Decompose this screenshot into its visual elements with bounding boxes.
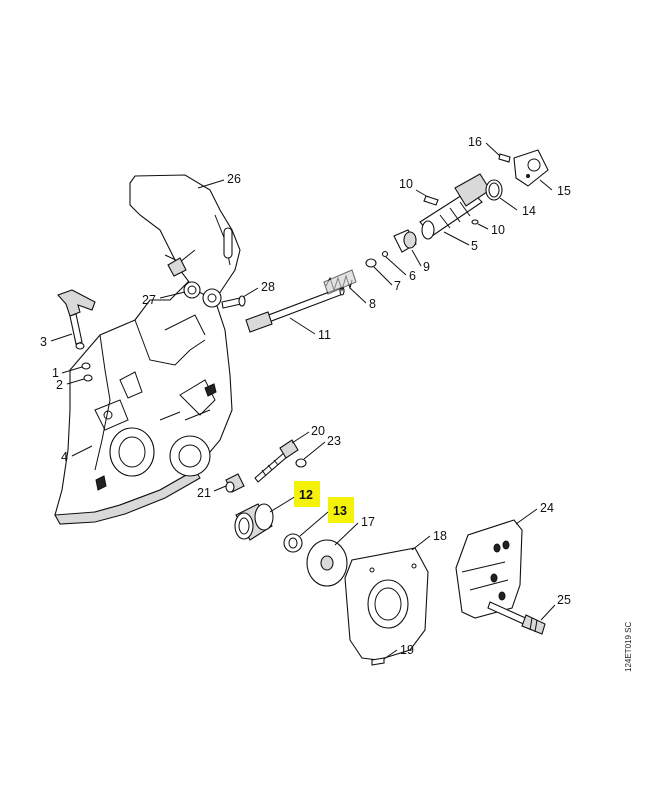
- callout-27: 27: [142, 293, 156, 307]
- washer-13: [283, 533, 303, 553]
- callout-21: 21: [197, 486, 211, 500]
- callout-15: 15: [557, 184, 571, 198]
- screw-28: [221, 295, 246, 309]
- callout-5: 5: [471, 239, 478, 253]
- highlight-box-13: [328, 497, 354, 523]
- callout-14: 14: [522, 204, 536, 218]
- callout-4: 4: [61, 450, 68, 464]
- ring-7: [365, 258, 377, 268]
- guide-plate-24: [455, 519, 523, 619]
- screw-10a: [423, 195, 439, 206]
- screw-21: [225, 473, 245, 493]
- callout-19: 19: [400, 643, 414, 657]
- adjusting-screw-20: [254, 439, 299, 483]
- callout-23: 23: [327, 434, 341, 448]
- callout-10b: 10: [491, 223, 505, 237]
- spring-8: [323, 269, 357, 295]
- callout-25: 25: [557, 593, 571, 607]
- callout-20: 20: [311, 424, 325, 438]
- washer-1: [81, 362, 91, 370]
- oil-pump-shaft-11: [245, 286, 345, 333]
- callout-17: 17: [361, 515, 375, 529]
- highlight-box-12: [294, 481, 320, 507]
- callout-28: 28: [261, 280, 275, 294]
- screw-19: [371, 657, 385, 666]
- pin-6: [381, 250, 389, 258]
- cap-15: [513, 149, 549, 187]
- callout-3: 3: [40, 335, 47, 349]
- screw-10b: [471, 219, 479, 225]
- callout-1: 1: [52, 366, 59, 380]
- callout-10a: 10: [399, 177, 413, 191]
- crankcase-housing: [54, 279, 233, 525]
- callout-13: 13: [333, 504, 347, 518]
- callout-26: 26: [227, 172, 241, 186]
- ring-14: [485, 179, 503, 201]
- leader-lines: [50, 142, 556, 660]
- callout-11: 11: [318, 328, 331, 342]
- callout-labels: 26 16 15 10 14 10 5 9 6 7 28 27 8 11 3 1…: [40, 135, 571, 657]
- stud-25: [487, 601, 546, 635]
- washer-2: [83, 374, 93, 382]
- cover-plate-18: [344, 547, 429, 661]
- sleeve-9: [393, 229, 417, 253]
- callout-9: 9: [423, 260, 430, 274]
- pin-16: [498, 153, 511, 163]
- callout-8: 8: [369, 297, 376, 311]
- spur-gear-shaft-5: [419, 173, 491, 240]
- callout-7: 7: [394, 279, 401, 293]
- nut-23: [295, 458, 307, 468]
- drawing-code: 124ET019 SC: [624, 622, 633, 672]
- callout-6: 6: [409, 269, 416, 283]
- disc-17: [306, 539, 348, 587]
- clutch-drum-12: [234, 503, 274, 541]
- callout-2: 2: [56, 378, 63, 392]
- callout-24: 24: [540, 501, 554, 515]
- callout-18: 18: [433, 529, 447, 543]
- hand-guard: [129, 174, 241, 308]
- callout-16: 16: [468, 135, 482, 149]
- callout-12: 12: [299, 488, 313, 502]
- lever-3: [57, 289, 96, 350]
